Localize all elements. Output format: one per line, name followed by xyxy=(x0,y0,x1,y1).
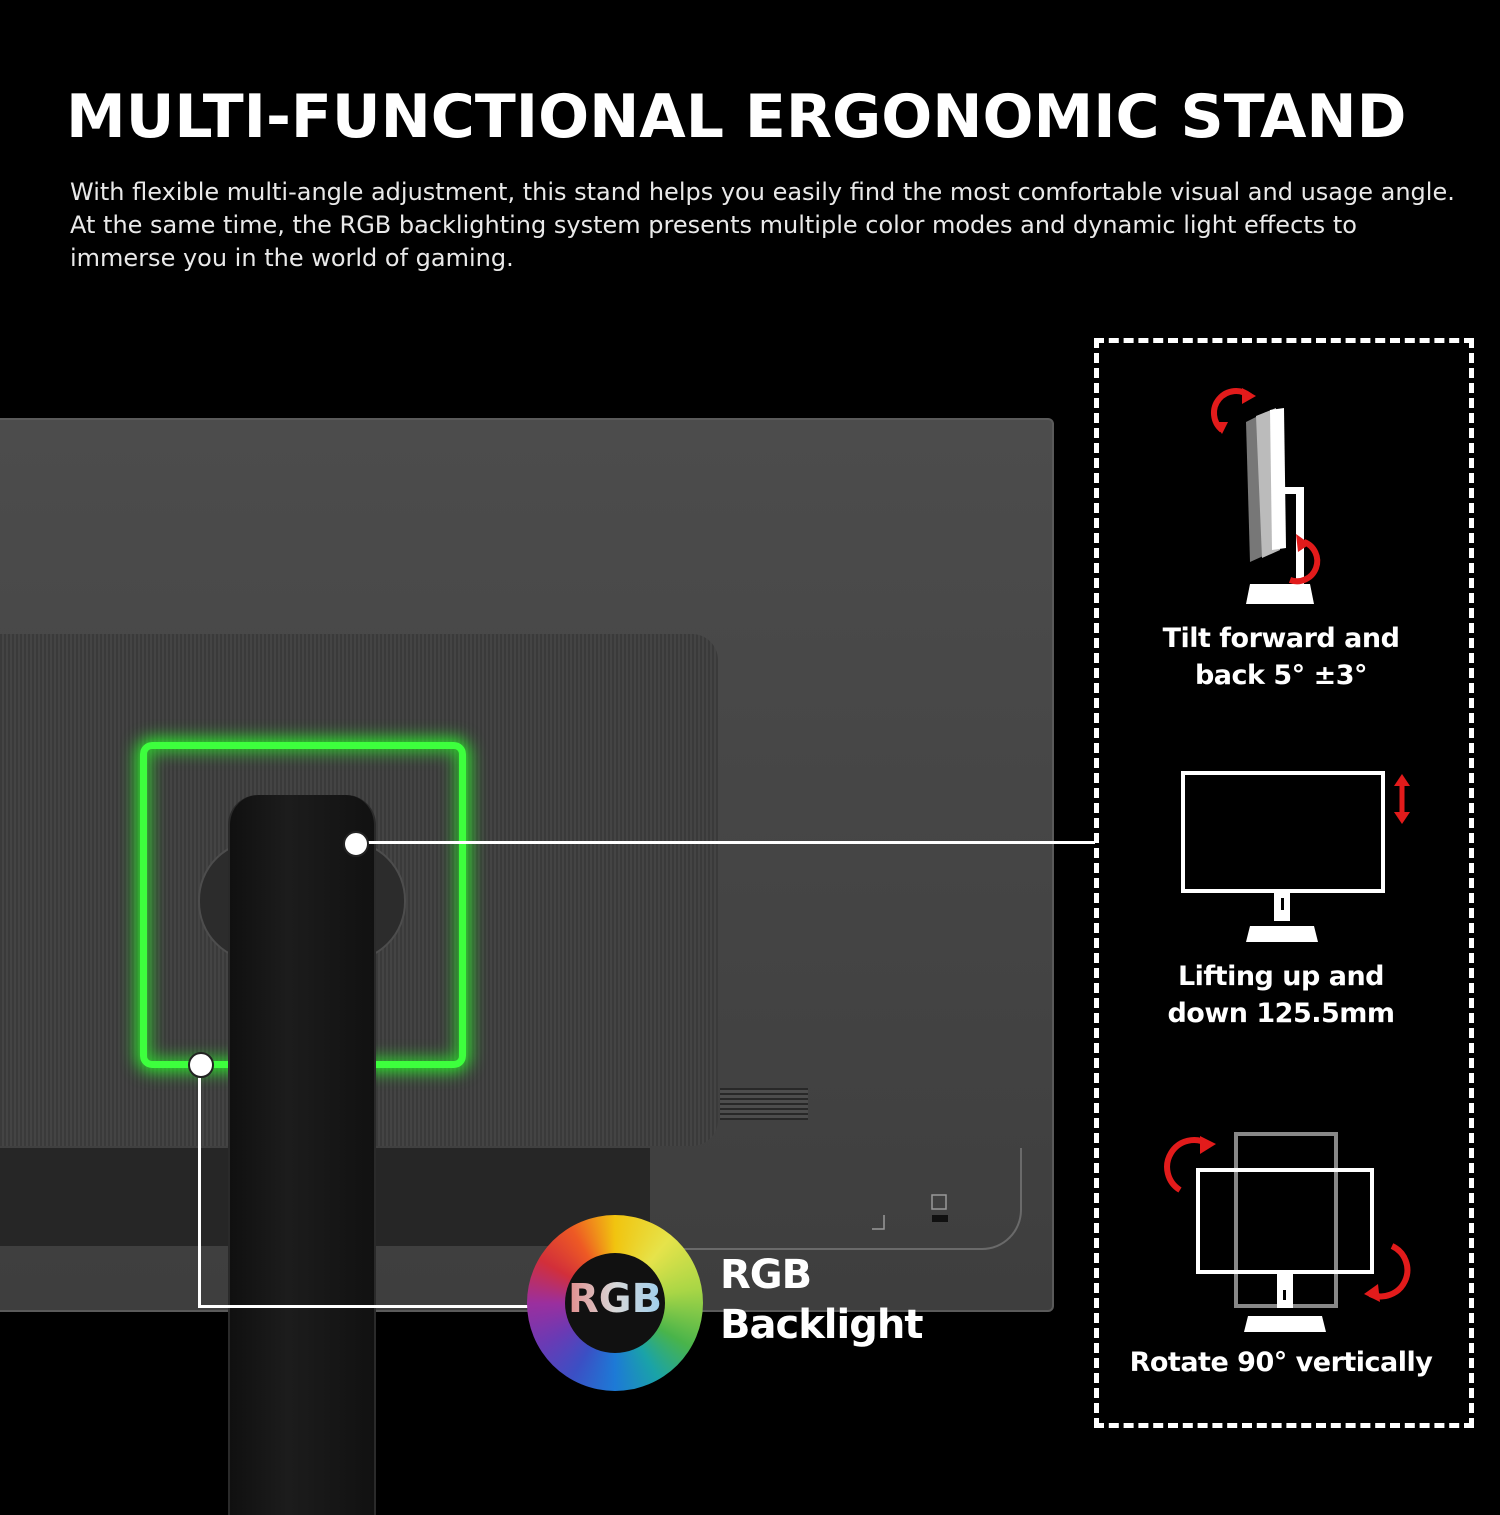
lift-monitor-icon xyxy=(1181,771,1410,942)
lift-label-line1: Lifting up and xyxy=(1177,961,1385,992)
lift-feature-label: Lifting up and down 125.5mm xyxy=(1096,958,1466,1032)
callout-dot-rgb xyxy=(188,1052,214,1078)
page-subtitle: With flexible multi-angle adjustment, th… xyxy=(70,178,1455,272)
callout-line-stand xyxy=(355,841,1095,844)
callout-line-rgb-horizontal xyxy=(198,1305,538,1308)
lift-label-line2: down 125.5mm xyxy=(1167,998,1395,1029)
monitor-bevel xyxy=(640,1148,1022,1250)
rgb-title-line2: Backlight xyxy=(720,1302,923,1348)
callout-line-rgb-vertical xyxy=(198,1063,201,1308)
rotate-label-line1: Rotate 90° vertically xyxy=(1129,1347,1433,1378)
rgb-wheel-center xyxy=(565,1253,665,1353)
feature-panel xyxy=(1094,338,1474,1428)
kensington-lock-icon xyxy=(931,1194,948,1222)
callout-dot-stand xyxy=(343,831,369,857)
tilt-label-line2: back 5° ±3° xyxy=(1194,660,1368,691)
rgb-wheel-label: RGB xyxy=(527,1276,703,1322)
corner-mark-icon xyxy=(872,1215,885,1230)
rgb-title-line1: RGB xyxy=(720,1252,812,1298)
tilt-label-line1: Tilt forward and xyxy=(1162,623,1400,654)
page-title: MULTI-FUNCTIONAL ERGONOMIC STAND xyxy=(66,82,1407,152)
tilt-feature-label: Tilt forward and back 5° ±3° xyxy=(1096,620,1466,694)
vent-grille xyxy=(720,1088,808,1120)
stand-neck xyxy=(228,795,376,1515)
rgb-backlight-title: RGB Backlight xyxy=(720,1250,923,1350)
rotate-monitor-icon xyxy=(1164,1132,1411,1332)
tilt-monitor-icon xyxy=(1210,387,1321,604)
rotate-feature-label: Rotate 90° vertically xyxy=(1096,1344,1466,1381)
